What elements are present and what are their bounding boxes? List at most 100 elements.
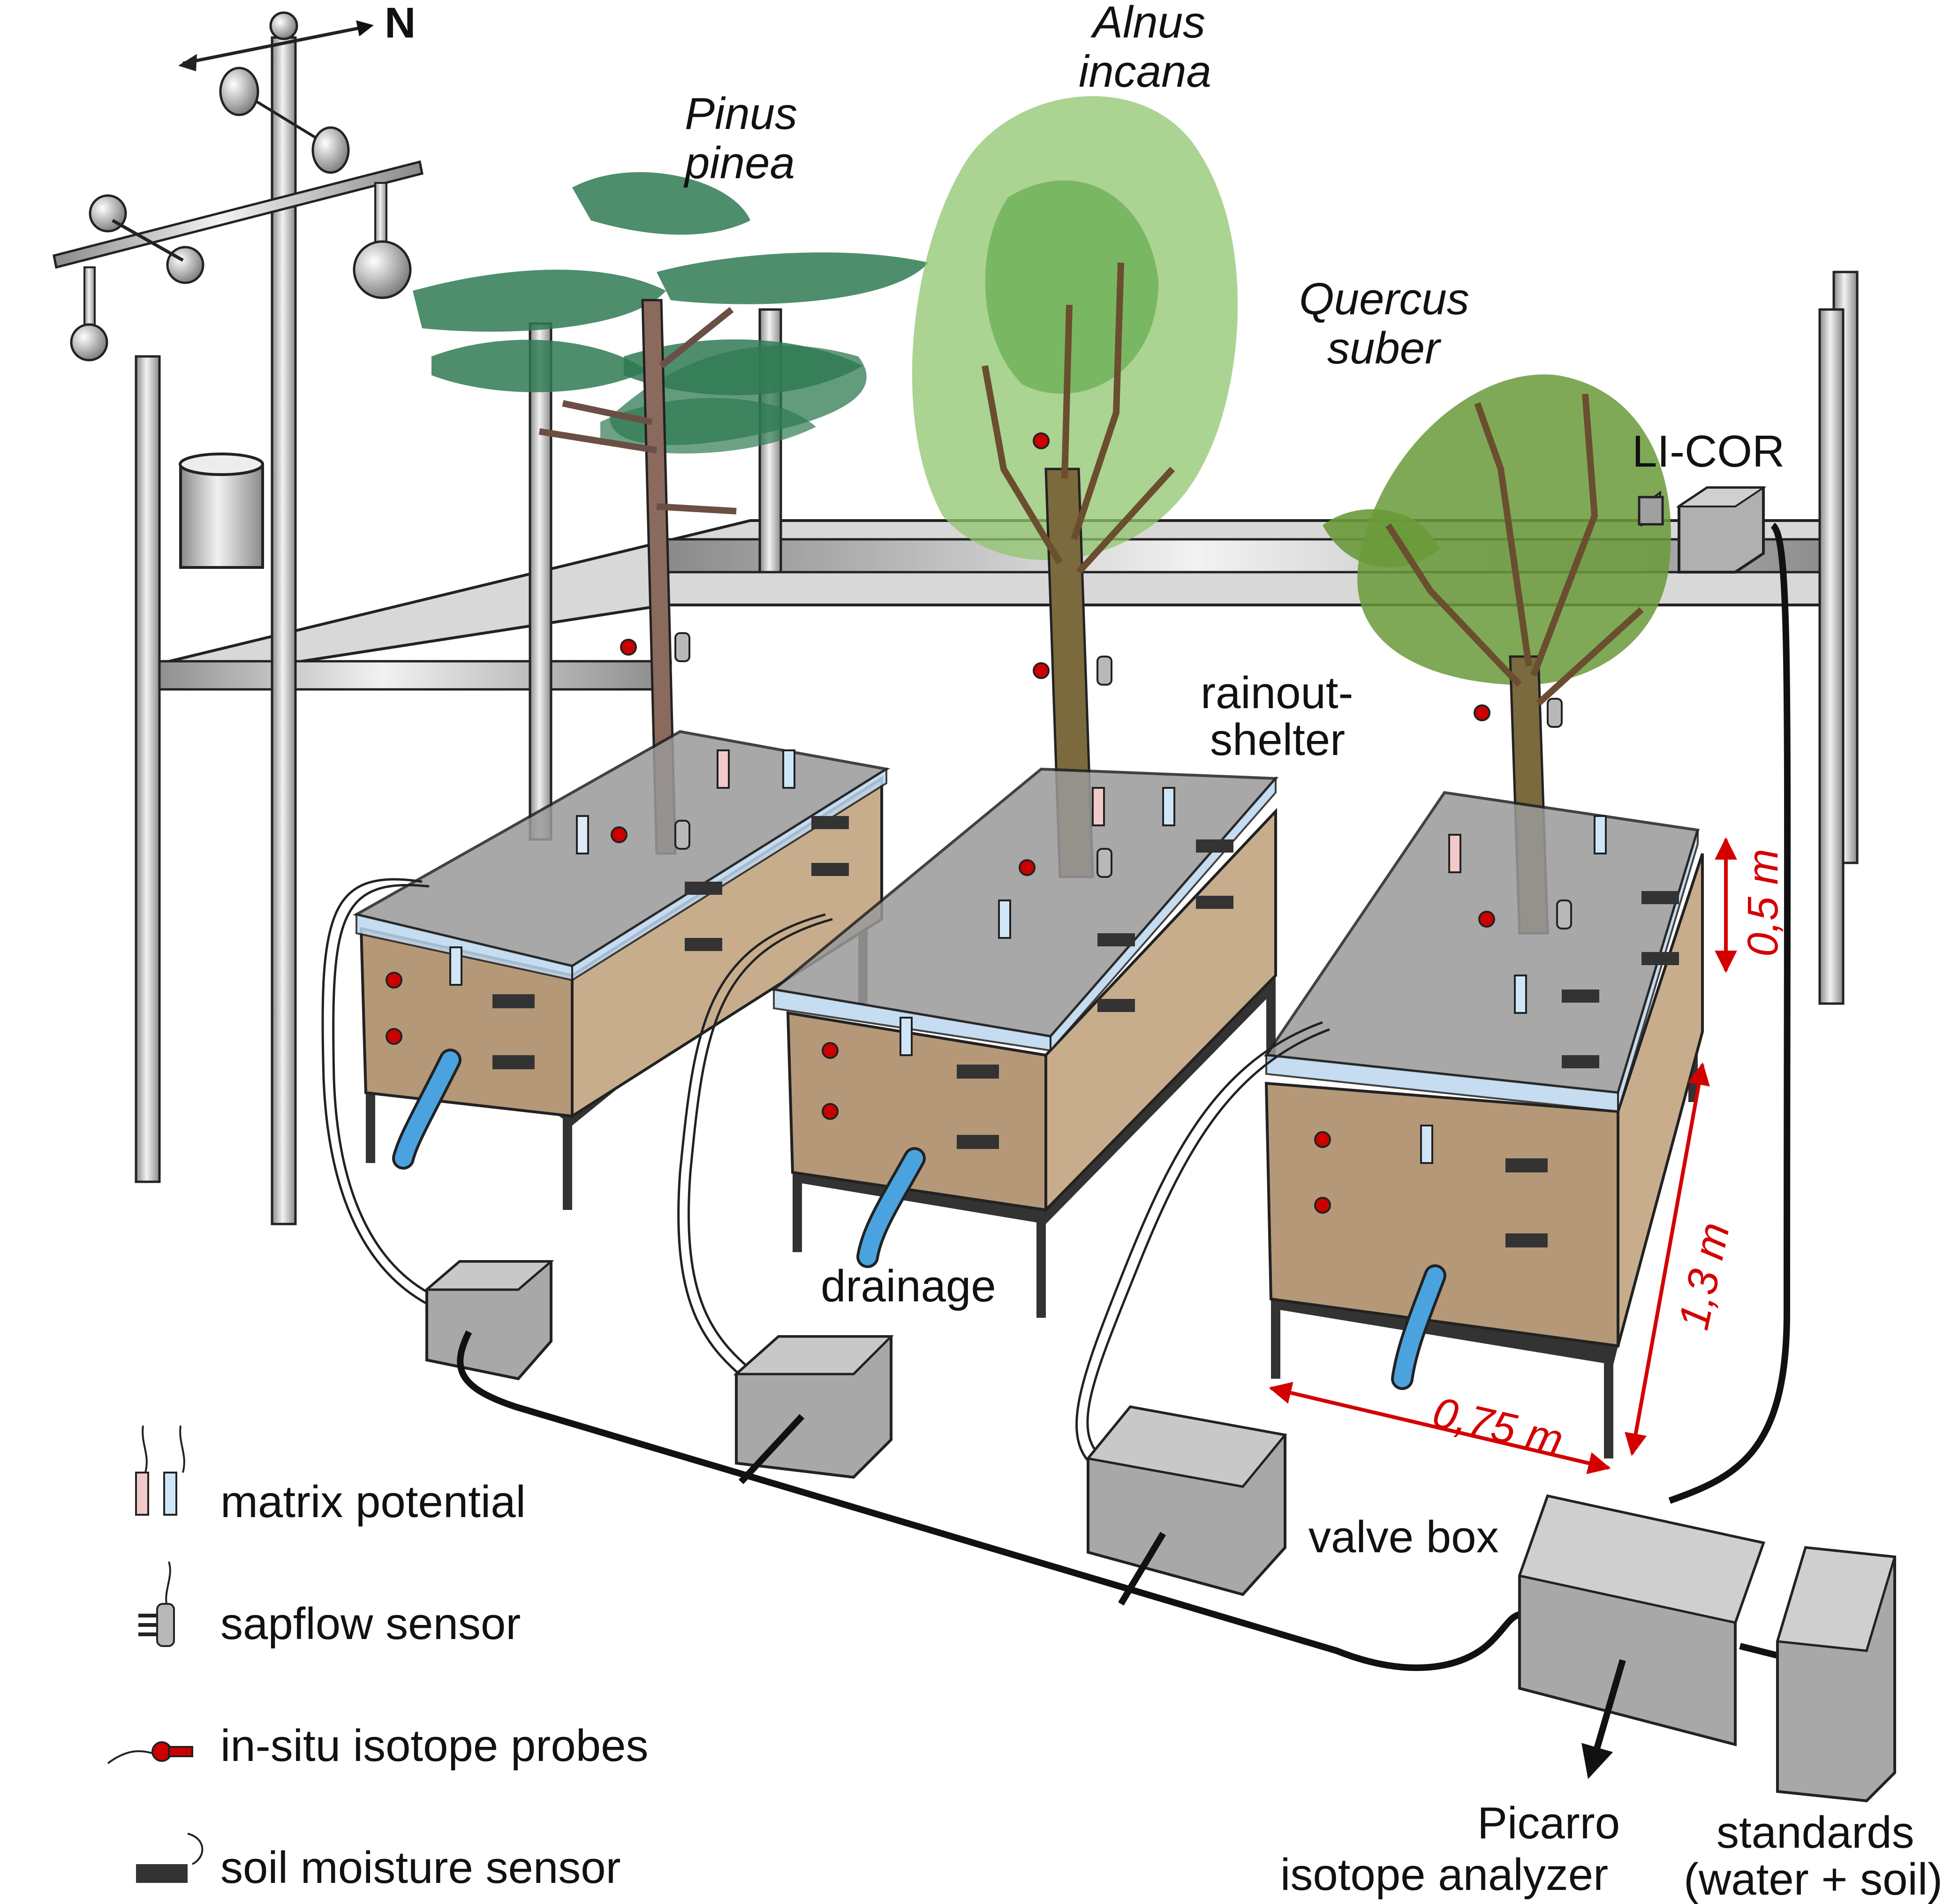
wind-vane-tail bbox=[178, 54, 197, 71]
soil-moisture-sensor bbox=[811, 863, 849, 876]
drain-pipe bbox=[1394, 1267, 1444, 1387]
sensors bbox=[386, 432, 1679, 1247]
tree-pinus: Pinus pinea bbox=[413, 89, 929, 855]
isotope-probe-icon bbox=[107, 1741, 193, 1764]
legend-label: in-situ isotope probes bbox=[220, 1721, 649, 1771]
soil-moisture-sensor bbox=[1097, 933, 1135, 946]
isotope-probe bbox=[822, 1103, 839, 1120]
height-box-arrow bbox=[1625, 1062, 1710, 1456]
plant-box-1 bbox=[352, 730, 891, 1210]
anemometer-cup bbox=[311, 126, 350, 174]
species-label-line2: suber bbox=[1327, 323, 1442, 373]
tensiometer bbox=[1420, 1125, 1433, 1164]
output-arrow bbox=[1581, 1659, 1626, 1779]
standards-label-line2: (water + soil) bbox=[1684, 1854, 1943, 1904]
soil-moisture-sensor bbox=[957, 1065, 999, 1079]
legend-item: soil moisture sensor bbox=[136, 1833, 621, 1893]
soil-moisture-sensor bbox=[685, 882, 722, 895]
tensiometer bbox=[576, 815, 589, 854]
tensiometer bbox=[449, 946, 462, 986]
tensiometer bbox=[1514, 975, 1527, 1014]
sapflow-sensor-icon bbox=[138, 1561, 175, 1647]
rain-gauge bbox=[179, 463, 264, 569]
isotope-probe bbox=[1314, 1197, 1331, 1214]
sapflow-sensor bbox=[1547, 698, 1563, 728]
height-top-label: 0,5 m bbox=[1739, 849, 1787, 957]
isotope-probe bbox=[1474, 704, 1490, 721]
drainage-label: drainage bbox=[821, 1261, 996, 1311]
width-arrow bbox=[1269, 1382, 1611, 1474]
sapflow-sensor bbox=[674, 820, 690, 850]
isotope-probe bbox=[386, 972, 402, 989]
isotope-probe bbox=[1314, 1131, 1331, 1148]
tensiometer bbox=[900, 1017, 913, 1056]
soil-moisture-sensor bbox=[1196, 839, 1233, 853]
soil-moisture-sensor bbox=[1196, 896, 1233, 909]
valve-box bbox=[1086, 1405, 1287, 1596]
legend-label: matrix potential bbox=[220, 1477, 526, 1527]
soil-moisture-sensor bbox=[1562, 990, 1599, 1003]
soil-moisture-sensor bbox=[1641, 891, 1679, 904]
pole bbox=[1818, 308, 1845, 1005]
tensiometer bbox=[1594, 815, 1607, 854]
soil-moisture-sensor bbox=[685, 938, 722, 951]
sapflow-sensor bbox=[1556, 899, 1572, 929]
drain-pipe bbox=[395, 1051, 459, 1167]
picarro-label-line2: isotope analyzer bbox=[1280, 1850, 1608, 1900]
species-label-line1: Pinus bbox=[685, 89, 797, 139]
species-label-line2: pinea bbox=[683, 138, 795, 188]
soil-front bbox=[1264, 1081, 1619, 1348]
sensor-ball bbox=[166, 246, 204, 284]
weather-station: N bbox=[53, 0, 423, 362]
pole bbox=[529, 322, 552, 841]
soil-moisture-sensor bbox=[492, 1055, 535, 1069]
sampling-tubes bbox=[321, 878, 1330, 1474]
anemometer-cup bbox=[219, 67, 259, 116]
picarro-analyzer: Picarro isotope analyzer bbox=[1280, 1494, 1765, 1900]
licor-label: LI-COR bbox=[1632, 426, 1785, 476]
valve-box-label: valve box bbox=[1308, 1512, 1499, 1562]
species-label-line2: incana bbox=[1079, 46, 1211, 97]
soil-moisture-sensor bbox=[1505, 1158, 1548, 1172]
valve-boxes: valve box bbox=[423, 1260, 1499, 1596]
isotope-probe bbox=[620, 639, 637, 656]
width-label: 0,75 m bbox=[1429, 1388, 1568, 1465]
rainout-label-line1: rainout- bbox=[1201, 668, 1354, 718]
soil-side bbox=[1044, 808, 1277, 1214]
sapflow-sensor bbox=[674, 632, 690, 662]
picarro-label-line1: Picarro bbox=[1477, 1798, 1620, 1848]
box-leg bbox=[563, 1116, 572, 1210]
tensiometer bbox=[1448, 834, 1461, 873]
soil-moisture-sensor bbox=[1562, 1055, 1599, 1068]
legend-label: soil moisture sensor bbox=[220, 1843, 621, 1893]
valve-box bbox=[423, 1260, 554, 1381]
north-label: N bbox=[385, 0, 416, 47]
soil-moisture-sensor bbox=[811, 816, 849, 829]
height-box-label: 1,3 m bbox=[1670, 1218, 1739, 1334]
box-leg bbox=[1271, 1290, 1280, 1379]
main-sample-line bbox=[457, 1330, 1529, 1671]
isotope-probe bbox=[822, 1042, 839, 1059]
soil-moisture-sensor bbox=[492, 994, 535, 1008]
rainout-label-line2: shelter bbox=[1210, 715, 1345, 765]
isotope-probe bbox=[1033, 662, 1050, 679]
tensiometer bbox=[1162, 787, 1175, 826]
soil-moisture-sensor bbox=[1097, 999, 1135, 1012]
species-label-line1: Quercus bbox=[1299, 274, 1469, 324]
box-leg bbox=[366, 1083, 375, 1163]
tensiometer bbox=[1092, 787, 1105, 826]
valve-box bbox=[733, 1335, 894, 1479]
legend-label: sapflow sensor bbox=[220, 1599, 521, 1649]
legend-item: in-situ isotope probes bbox=[107, 1721, 649, 1771]
isotope-probe bbox=[1478, 911, 1495, 928]
legend-item: sapflow sensor bbox=[138, 1561, 521, 1649]
box-leg bbox=[793, 1163, 802, 1252]
soil-moisture-sensor bbox=[957, 1135, 999, 1149]
isotope-probe bbox=[1019, 859, 1036, 876]
isotope-probe bbox=[1033, 432, 1050, 449]
tensiometer bbox=[782, 749, 795, 789]
drain-pipe bbox=[859, 1150, 923, 1265]
isotope-probe bbox=[611, 826, 628, 843]
legend: matrix potential sapflow sensor in-situ … bbox=[107, 1425, 649, 1893]
